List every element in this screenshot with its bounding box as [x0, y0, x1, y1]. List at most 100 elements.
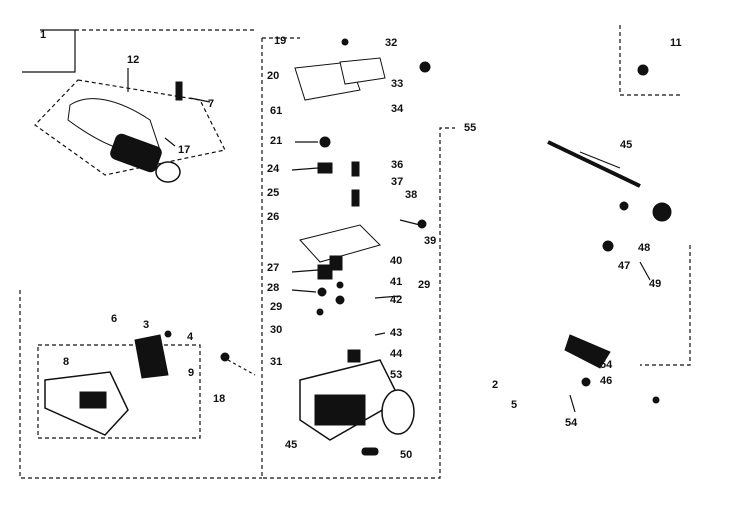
leader-27	[291, 269, 319, 273]
label-54: 54	[565, 417, 578, 429]
part-18	[220, 352, 230, 362]
label-29: 29	[270, 301, 283, 313]
label-41: 41	[390, 276, 403, 288]
leader-7	[189, 97, 211, 103]
leader-43	[374, 332, 386, 336]
label-45: 45	[620, 139, 633, 151]
right-assembly-outline	[640, 245, 691, 366]
label-42: 42	[390, 294, 403, 306]
label-43: 43	[390, 327, 403, 339]
leader-18	[227, 359, 256, 376]
leader-42	[374, 295, 401, 299]
part-50	[361, 447, 379, 456]
label-55: 55	[464, 122, 477, 134]
label-18: 18	[213, 393, 226, 405]
label-61: 61	[270, 105, 283, 117]
label-25: 25	[267, 187, 280, 199]
label-6: 6	[111, 313, 118, 325]
label-11: 11	[670, 37, 682, 49]
part-26-plate	[299, 224, 381, 263]
label-29-right: 29	[418, 279, 431, 291]
leader-28	[291, 289, 317, 293]
label-46: 46	[600, 375, 613, 387]
label-17: 17	[178, 144, 191, 156]
label-34: 34	[391, 103, 404, 115]
label-19: 19	[274, 35, 287, 47]
label-9: 9	[188, 367, 195, 379]
leader-54	[569, 394, 576, 413]
part-39	[417, 219, 427, 229]
label-20: 20	[267, 70, 280, 82]
part-27	[317, 264, 333, 280]
label-32: 32	[385, 37, 398, 49]
part-48-gear	[652, 202, 672, 222]
label-31: 31	[270, 356, 283, 368]
part-54-block	[564, 334, 611, 369]
label-40: 40	[390, 255, 403, 267]
part-32-knob	[419, 61, 431, 73]
assembly-bracket	[22, 29, 76, 73]
label-30: 30	[270, 324, 283, 336]
part-54-screw	[581, 377, 591, 387]
part-12-motor	[110, 133, 162, 173]
part-11	[637, 64, 649, 76]
label-39: 39	[424, 235, 437, 247]
label-3: 3	[143, 319, 150, 331]
label-27: 27	[267, 262, 280, 274]
part-28	[317, 287, 327, 297]
label-38: 38	[405, 189, 418, 201]
label-21: 21	[270, 135, 283, 147]
part-19-screw	[341, 38, 349, 46]
label-54-right: 54	[600, 359, 613, 371]
part-44	[347, 349, 361, 363]
part-37	[351, 189, 360, 207]
leader-39	[399, 219, 421, 226]
label-26: 26	[267, 211, 280, 223]
label-12: 12	[127, 54, 140, 66]
part-53-wheel	[381, 389, 415, 435]
leader-49	[639, 261, 651, 281]
part-9-bracket	[134, 334, 169, 379]
part-42	[335, 295, 345, 305]
label-5: 5	[511, 399, 518, 411]
part-8-insert	[79, 391, 107, 409]
part-29	[316, 308, 324, 316]
group-11-outline	[619, 25, 680, 96]
leader-17	[164, 137, 176, 147]
part-36	[351, 161, 360, 177]
label-1: 1	[40, 29, 47, 41]
part-4	[164, 330, 172, 338]
label-2: 2	[492, 379, 499, 391]
part-45-shaft	[547, 140, 641, 188]
part-47	[602, 240, 614, 252]
label-36: 36	[391, 159, 404, 171]
part-46	[619, 201, 629, 211]
part-33-plate	[339, 57, 386, 85]
label-24: 24	[267, 163, 280, 175]
label-50: 50	[400, 449, 413, 461]
label-8: 8	[63, 356, 70, 368]
label-44: 44	[390, 348, 403, 360]
label-48: 48	[638, 242, 651, 254]
part-17-cap	[155, 161, 181, 183]
label-33: 33	[391, 78, 404, 90]
label-4: 4	[187, 331, 194, 343]
label-7: 7	[208, 98, 215, 110]
label-37: 37	[391, 176, 404, 188]
part-21	[319, 136, 331, 148]
part-7-pin	[175, 81, 183, 101]
leader-45	[579, 151, 621, 169]
label-47: 47	[618, 260, 631, 272]
part-41	[336, 281, 344, 289]
label-45-bottom: 45	[285, 439, 298, 451]
label-49: 49	[649, 278, 662, 290]
part-24	[317, 162, 333, 174]
label-53: 53	[390, 369, 403, 381]
leader-24	[291, 167, 319, 171]
part-screw-right	[652, 396, 660, 404]
center-assembly-outline	[261, 38, 455, 479]
label-28: 28	[267, 282, 280, 294]
part-40	[329, 255, 343, 271]
